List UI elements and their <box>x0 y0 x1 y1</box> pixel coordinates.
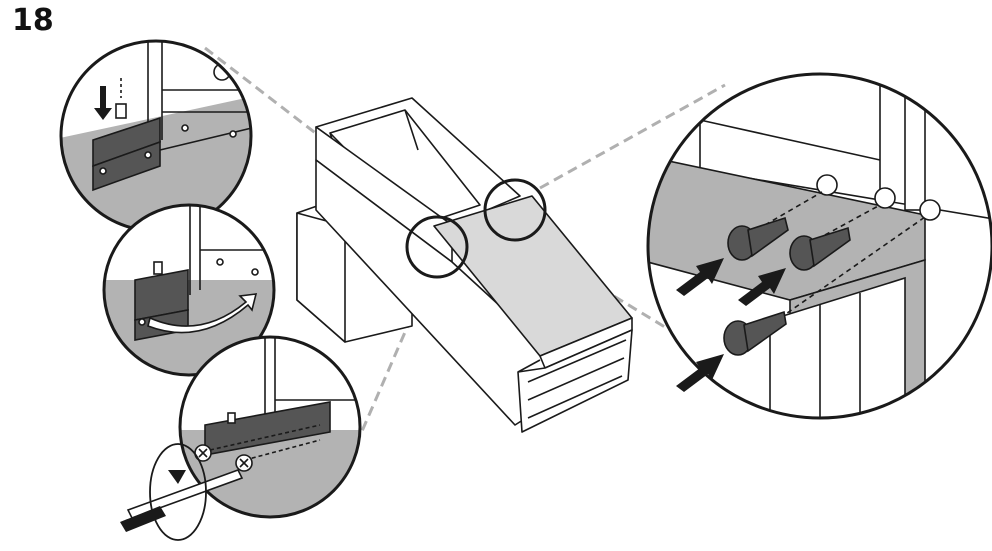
detail-circle-left <box>405 215 469 279</box>
furniture-unit <box>296 97 633 433</box>
screw-icon <box>194 444 253 472</box>
detail-d-dowels <box>646 72 992 420</box>
screwdriver-icon <box>120 443 244 541</box>
dowel-pins <box>723 216 851 356</box>
leader-line-top-right <box>539 83 726 190</box>
step-number: 18 <box>12 3 54 38</box>
arrow-down-icon <box>94 86 112 120</box>
detail-circle-right <box>483 178 547 242</box>
arrow-push-icon <box>676 258 786 392</box>
detail-b-rotate-bracket <box>102 203 276 377</box>
rotate-arrow-icon <box>147 293 258 334</box>
shelf-body <box>315 97 633 433</box>
